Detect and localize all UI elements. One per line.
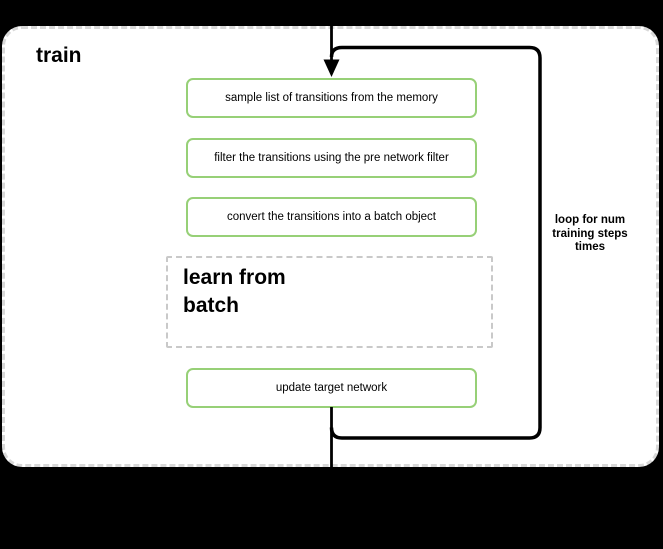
step-label: update target network: [275, 381, 388, 394]
loop-annotation: loop for num training steps times: [552, 214, 628, 253]
subprocess-label: learn from batch: [183, 266, 286, 317]
step-update-target-network: update target network: [186, 368, 477, 408]
step-label: sample list of transitions from the memo…: [225, 91, 438, 104]
step-label: convert the transitions into a batch obj…: [226, 210, 437, 223]
step-filter-transitions: filter the transitions using the pre net…: [186, 138, 477, 178]
subprocess-learn-from-batch: learn from batch: [166, 256, 493, 348]
container-title: train: [36, 44, 82, 67]
step-sample-transitions: sample list of transitions from the memo…: [186, 78, 477, 118]
step-convert-batch: convert the transitions into a batch obj…: [186, 197, 477, 237]
step-label: filter the transitions using the pre net…: [214, 151, 449, 164]
